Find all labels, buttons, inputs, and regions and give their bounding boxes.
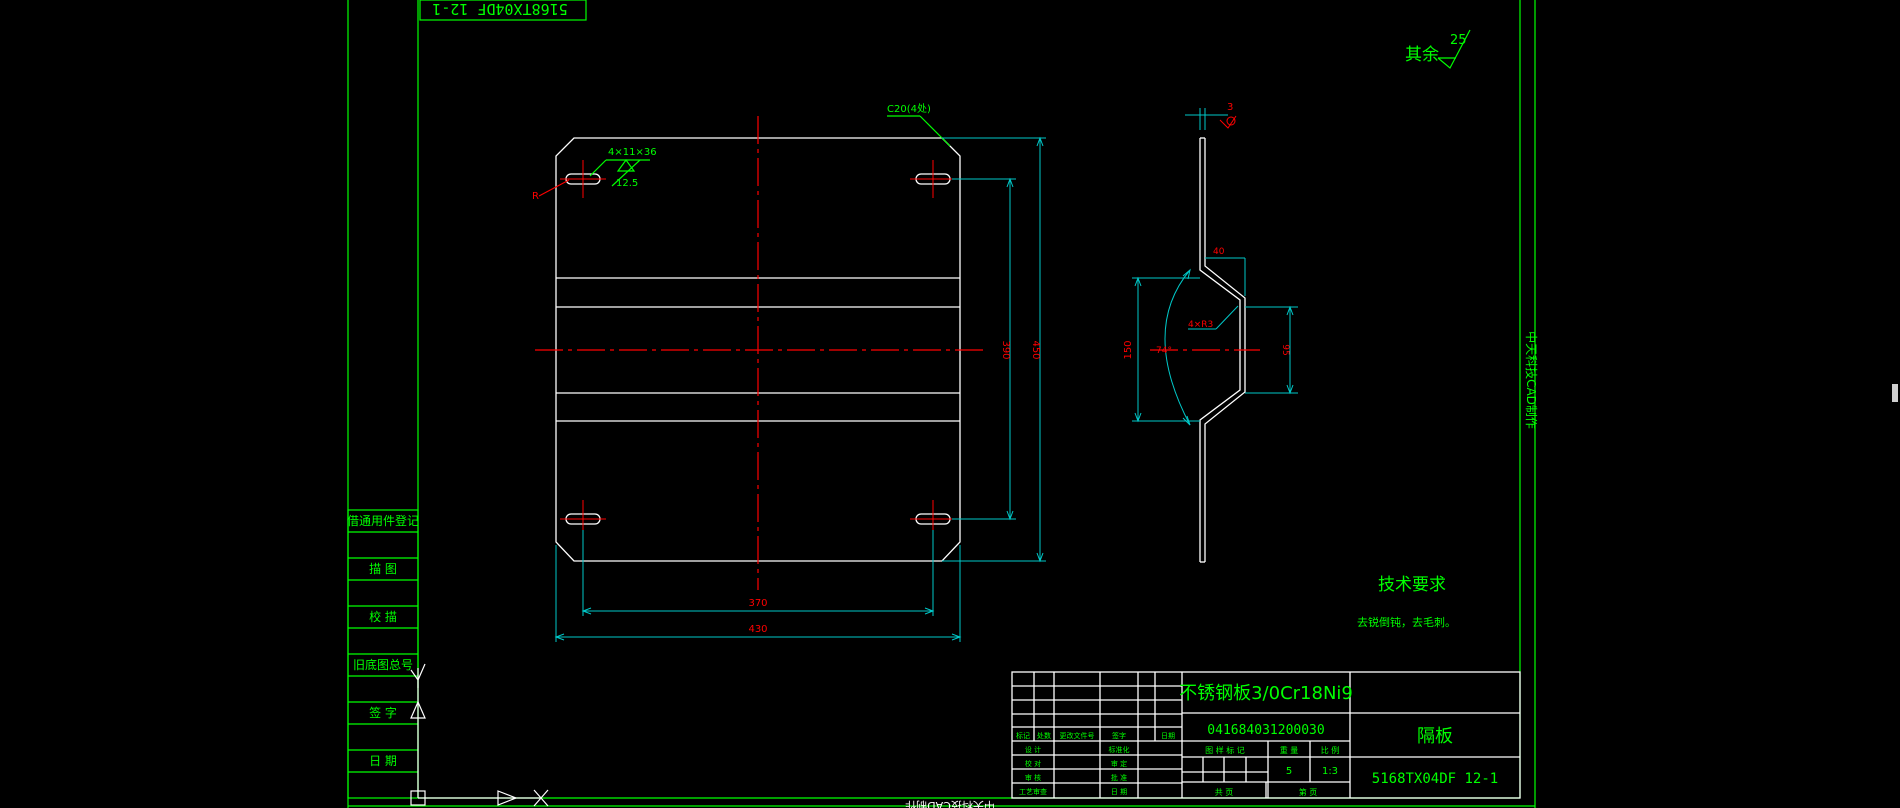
sign-standard: 标准化 (1109, 745, 1130, 754)
sign-approve: 批 准 (1111, 773, 1127, 782)
sheet-label: 第 页 (1299, 787, 1318, 797)
top-tag-text: 5168TX04DF 12-1 (432, 0, 567, 18)
dim-width-outer: 430 (748, 624, 767, 635)
sign-review: 审 核 (1025, 773, 1041, 782)
hdr-date: 日期 (1161, 732, 1175, 740)
side-view: 3 40 150 95 74° 4×R3 (1123, 102, 1298, 563)
front-view: 4×11×36 12.5 R C20(4处) 450 390 370 (532, 103, 1046, 642)
sign-check: 校 对 (1025, 759, 1041, 768)
left-col-5: 日 期 (369, 754, 397, 768)
title-block: 不锈钢板3/0Cr18Ni9 041684031200030 隔板 5168TX… (1011, 671, 1521, 799)
hdr-count: 处数 (1037, 731, 1051, 740)
code-text: 041684031200030 (1207, 723, 1324, 738)
sign-approve-set: 审 定 (1111, 759, 1127, 768)
side-bend-radius: 4×R3 (1188, 320, 1213, 330)
left-record-column: 借通用件登记 描 图 校 描 旧底图总号 签 字 日 期 (347, 509, 419, 799)
vertical-side-text: 中天科技CAD制作 (1524, 331, 1539, 429)
dim-height-outer: 450 (1030, 340, 1041, 359)
left-col-2: 校 描 (369, 609, 397, 624)
tech-req-content: 去锐倒钝，去毛刺。 (1357, 615, 1456, 629)
scale-label: 比 例 (1321, 745, 1340, 755)
chamfer-note: C20(4处) (887, 103, 931, 115)
scale-value: 1:3 (1322, 766, 1338, 777)
material-text: 不锈钢板3/0Cr18Ni9 (1179, 683, 1353, 704)
top-drawing-tag: 5168TX04DF 12-1 (419, 0, 587, 21)
slot-roughness: 12.5 (616, 178, 638, 189)
side-height-outer: 150 (1123, 340, 1134, 359)
hdr-mark: 标记 (1016, 731, 1030, 740)
sign-design: 设 计 (1025, 745, 1041, 754)
sign-process: 工艺审查 (1019, 787, 1047, 796)
hdr-change-doc: 更改文件号 (1060, 731, 1095, 740)
stage-label: 图 样 标 记 (1205, 745, 1245, 755)
scrollbar-marker[interactable] (1892, 384, 1898, 402)
bottom-mirrored-text: 中天科技CAD制作 (905, 799, 995, 808)
drawing-number: 5168TX04DF 12-1 (1372, 771, 1498, 787)
technical-requirements: 技术要求 去锐倒钝，去毛刺。 (1357, 575, 1456, 629)
side-thickness: 3 (1227, 102, 1233, 113)
tech-req-title: 技术要求 (1378, 575, 1446, 595)
side-angle: 74° (1156, 346, 1172, 356)
dim-height-inner: 390 (1000, 340, 1011, 359)
left-col-4: 签 字 (369, 705, 397, 720)
hdr-sign: 签字 (1112, 731, 1126, 740)
dim-width-inner: 370 (748, 598, 767, 609)
roughness-label: 其余 (1405, 45, 1439, 65)
side-top-width: 40 (1213, 247, 1225, 257)
roughness-value: 25 (1450, 33, 1467, 48)
ucs-icon[interactable] (410, 663, 549, 807)
slot-note: 4×11×36 (608, 147, 657, 158)
side-height-inner: 95 (1280, 344, 1290, 355)
total-sheets-label: 共 页 (1215, 788, 1234, 797)
left-col-1: 描 图 (369, 562, 397, 576)
left-col-0: 借通用件登记 (347, 513, 419, 528)
surface-roughness-symbol: 其余 25 (1405, 29, 1471, 69)
weight-value: 5 (1286, 766, 1292, 777)
slot-holes (560, 160, 956, 538)
side-profile-inner (1204, 138, 1246, 562)
sign-date: 日 期 (1111, 788, 1127, 796)
left-col-3: 旧底图总号 (353, 657, 413, 672)
side-profile-outer (1199, 138, 1241, 562)
weight-label: 重 量 (1280, 745, 1299, 755)
radius-label: R (532, 191, 539, 202)
part-name: 隔板 (1417, 726, 1453, 747)
